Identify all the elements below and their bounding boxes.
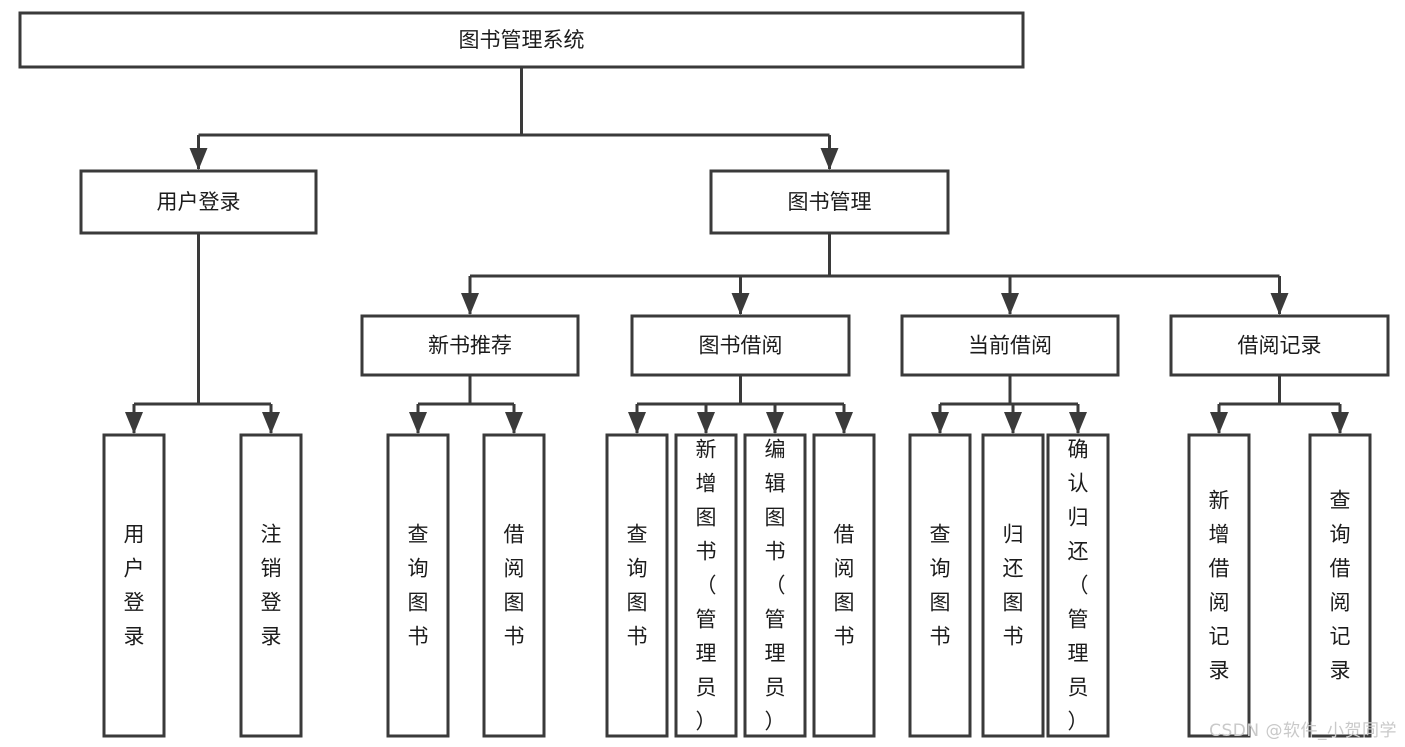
nodes-layer: 图书管理系统用户登录图书管理新书推荐图书借阅当前借阅借阅记录用户登录注销登录查询… bbox=[18, 11, 1390, 738]
node-box[interactable] bbox=[1169, 314, 1390, 377]
node-box[interactable] bbox=[1308, 433, 1372, 738]
arrow-head-icon bbox=[820, 148, 839, 170]
node-level3[interactable]: 当前借阅 bbox=[900, 314, 1120, 377]
node-leaf[interactable]: 用户登录 bbox=[102, 433, 166, 738]
node-leaf[interactable]: 查询借阅记录 bbox=[1308, 433, 1372, 738]
node-label: 查询图书 bbox=[930, 523, 951, 649]
arrow-head-icon bbox=[697, 412, 715, 434]
node-label: 借阅图书 bbox=[834, 523, 855, 649]
node-level2[interactable]: 图书管理 bbox=[709, 169, 950, 235]
node-box[interactable] bbox=[743, 433, 807, 738]
node-label: 新书推荐 bbox=[428, 334, 512, 358]
node-box[interactable] bbox=[102, 433, 166, 738]
node-leaf[interactable]: 查询图书 bbox=[386, 433, 450, 738]
node-box[interactable] bbox=[981, 433, 1045, 738]
node-leaf[interactable]: 编辑图书（管理员） bbox=[743, 433, 807, 738]
node-leaf[interactable]: 借阅图书 bbox=[482, 433, 546, 738]
node-label: 图书管理 bbox=[788, 190, 872, 214]
node-box[interactable] bbox=[386, 433, 450, 738]
arrow-head-icon bbox=[461, 293, 479, 315]
arrow-head-icon bbox=[125, 412, 143, 434]
node-box[interactable] bbox=[674, 433, 738, 738]
node-label: 图书借阅 bbox=[699, 334, 783, 358]
node-label: 借阅记录 bbox=[1238, 334, 1322, 358]
arrow-head-icon bbox=[835, 412, 853, 434]
arrow-head-icon bbox=[1069, 412, 1087, 434]
arrow-head-icon bbox=[409, 412, 427, 434]
arrow-head-icon bbox=[262, 412, 280, 434]
node-box[interactable] bbox=[812, 433, 876, 738]
node-label: 借阅图书 bbox=[504, 523, 525, 649]
node-label: 查询图书 bbox=[408, 523, 429, 649]
node-leaf[interactable]: 借阅图书 bbox=[812, 433, 876, 738]
node-box[interactable] bbox=[482, 433, 546, 738]
node-level3[interactable]: 借阅记录 bbox=[1169, 314, 1390, 377]
node-leaf[interactable]: 新增图书（管理员） bbox=[674, 433, 738, 738]
node-box[interactable] bbox=[1187, 433, 1251, 738]
node-leaf[interactable]: 归还图书 bbox=[981, 433, 1045, 738]
node-box[interactable] bbox=[239, 433, 303, 738]
node-label: 用户登录 bbox=[157, 190, 241, 214]
arrow-head-icon bbox=[628, 412, 646, 434]
node-box[interactable] bbox=[908, 433, 972, 738]
node-box[interactable] bbox=[1046, 433, 1110, 738]
node-label: 用户登录 bbox=[124, 523, 145, 649]
arrow-head-icon bbox=[766, 412, 784, 434]
node-level2[interactable]: 用户登录 bbox=[79, 169, 318, 235]
arrow-head-icon bbox=[1210, 412, 1228, 434]
node-label: 当前借阅 bbox=[968, 334, 1052, 358]
node-box[interactable] bbox=[18, 11, 1025, 69]
node-leaf[interactable]: 查询图书 bbox=[605, 433, 669, 738]
arrow-head-icon bbox=[1270, 293, 1289, 315]
node-root[interactable]: 图书管理系统 bbox=[18, 11, 1025, 69]
node-box[interactable] bbox=[709, 169, 950, 235]
node-label: 新增借阅记录 bbox=[1209, 489, 1230, 683]
arrow-head-icon bbox=[189, 148, 208, 170]
node-leaf[interactable]: 新增借阅记录 bbox=[1187, 433, 1251, 738]
node-level3[interactable]: 图书借阅 bbox=[630, 314, 851, 377]
node-box[interactable] bbox=[605, 433, 669, 738]
node-box[interactable] bbox=[900, 314, 1120, 377]
node-label: 归还图书 bbox=[1003, 523, 1024, 649]
node-label: 新增图书（管理员） bbox=[696, 438, 717, 734]
arrow-head-icon bbox=[1004, 412, 1022, 434]
node-level3[interactable]: 新书推荐 bbox=[360, 314, 580, 377]
node-label: 图书管理系统 bbox=[459, 28, 585, 52]
node-leaf[interactable]: 确认归还（管理员） bbox=[1046, 433, 1110, 738]
arrow-head-icon bbox=[731, 293, 750, 315]
arrow-head-icon bbox=[931, 412, 949, 434]
node-box[interactable] bbox=[79, 169, 318, 235]
node-label: 编辑图书（管理员） bbox=[765, 438, 786, 734]
arrow-head-icon bbox=[1001, 293, 1019, 315]
node-leaf[interactable]: 注销登录 bbox=[239, 433, 303, 738]
node-leaf[interactable]: 查询图书 bbox=[908, 433, 972, 738]
node-label: 确认归还（管理员） bbox=[1068, 438, 1089, 734]
node-label: 查询借阅记录 bbox=[1330, 489, 1351, 683]
connector-links-layer bbox=[125, 67, 1349, 434]
node-label: 查询图书 bbox=[627, 523, 648, 649]
arrow-head-icon bbox=[505, 412, 523, 434]
node-box[interactable] bbox=[360, 314, 580, 377]
arrow-head-icon bbox=[1331, 412, 1349, 434]
node-label: 注销登录 bbox=[261, 523, 282, 649]
node-box[interactable] bbox=[630, 314, 851, 377]
